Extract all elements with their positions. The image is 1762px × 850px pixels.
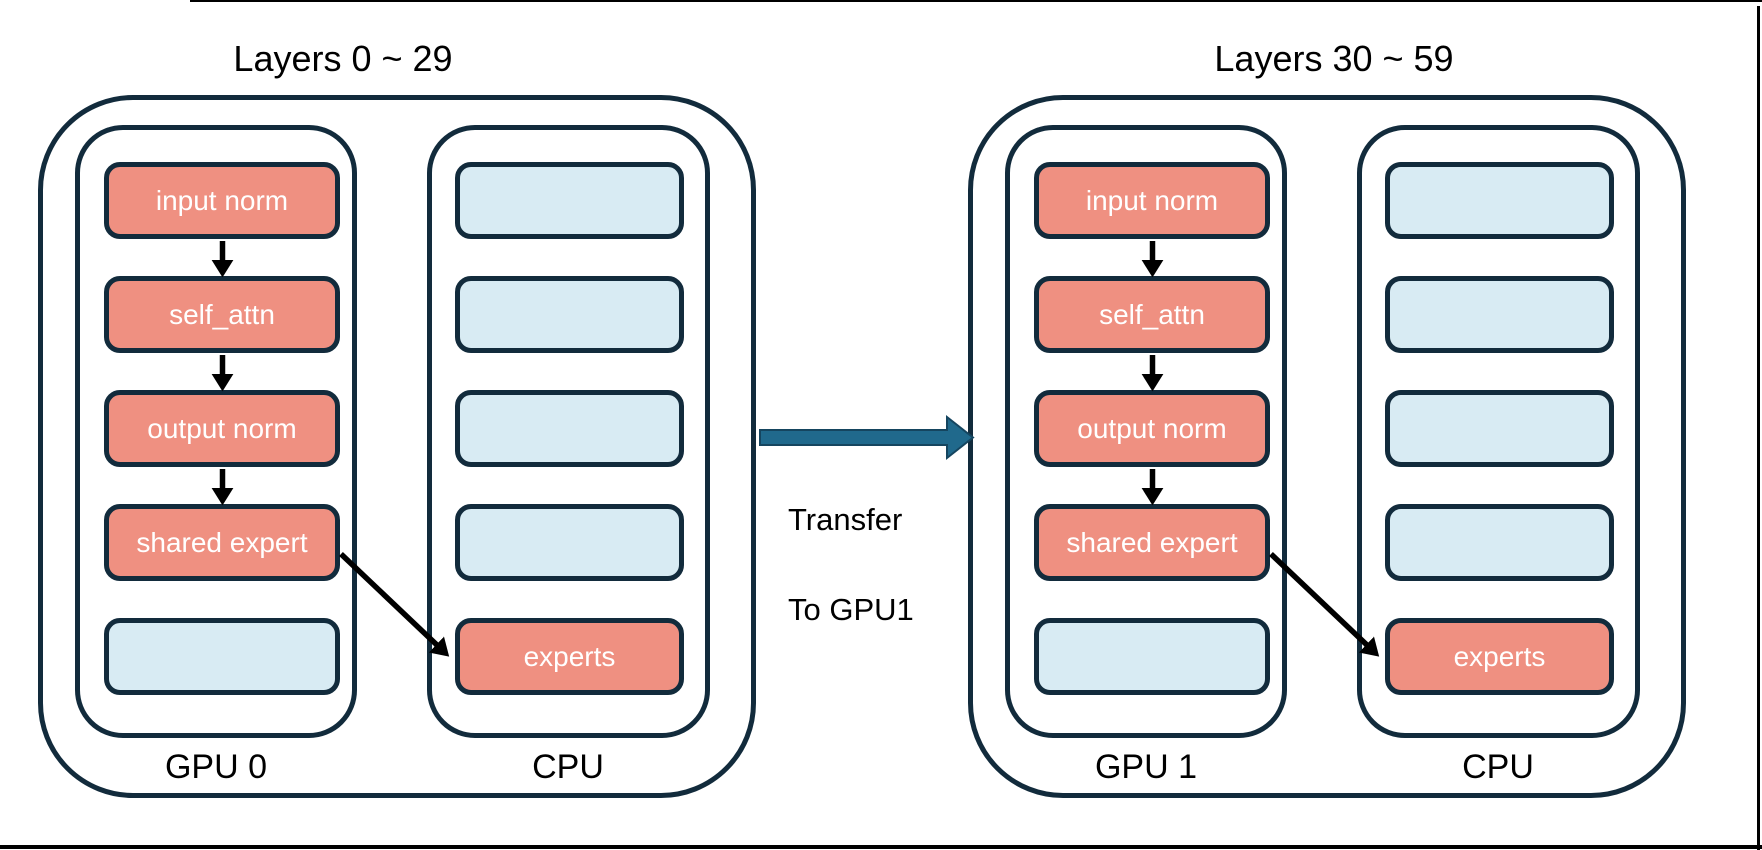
self-attn-box: self_attn [104,276,340,353]
shared-expert-box: shared expert [1034,504,1270,581]
group-title: Layers 30 ~ 59 [1214,38,1454,79]
cpu-label: CPU [532,748,604,786]
transfer-label-line2: To GPU1 [788,592,914,627]
group-title: Layers 0 ~ 29 [233,38,453,79]
empty-slot-box [1385,276,1614,353]
experts-box: experts [1385,618,1614,695]
empty-slot-box [1385,162,1614,239]
empty-slot-box [1385,390,1614,467]
screen-border-bottom [0,845,1762,849]
empty-slot-box [104,618,340,695]
gpu-label: GPU 1 [1094,748,1198,786]
experts-box: experts [455,618,684,695]
empty-slot-box [455,276,684,353]
cpu-label: CPU [1462,748,1534,786]
empty-slot-box [455,162,684,239]
empty-slot-box [455,390,684,467]
shared-expert-box: shared expert [104,504,340,581]
empty-slot-box [1034,618,1270,695]
transfer-label-line1: Transfer [788,502,903,537]
self-attn-box: self_attn [1034,276,1270,353]
screen-border-top [190,0,1762,2]
screen-border-right [1757,6,1760,850]
gpu-label: GPU 0 [164,748,268,786]
input-norm-box: input norm [104,162,340,239]
transfer-label: Transfer To GPU1 [788,452,1018,632]
output-norm-box: output norm [1034,390,1270,467]
empty-slot-box [1385,504,1614,581]
output-norm-box: output norm [104,390,340,467]
empty-slot-box [455,504,684,581]
input-norm-box: input norm [1034,162,1270,239]
